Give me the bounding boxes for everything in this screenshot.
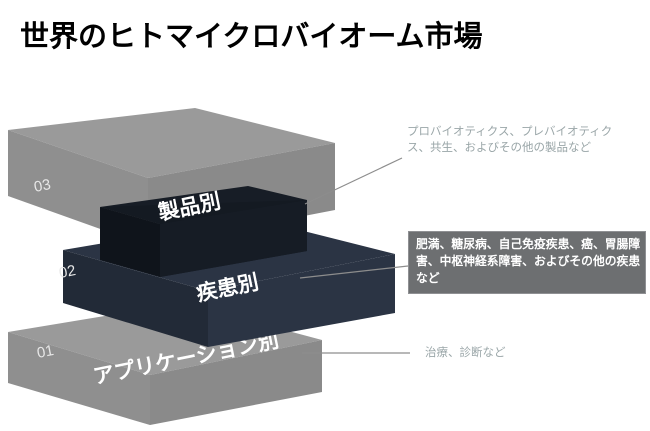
layer-02-number: 02 [58, 262, 78, 282]
layer-03-cap-body [100, 207, 160, 277]
leader-line-disease [299, 265, 409, 279]
layer-01-left-face [8, 332, 150, 425]
layer-03-cap-slab [160, 200, 307, 277]
layer-03-top-face [8, 108, 335, 178]
layer-03-number: 03 [33, 176, 53, 196]
layer-02-left-face [63, 250, 208, 347]
page-title: 世界のヒトマイクロバイオーム市場 [20, 21, 483, 53]
annotation-product-text: プロバイオティクス、プレバイオティクス、共生、およびその他の製品など [407, 126, 613, 154]
annotation-disease-box[interactable]: 肥満、糖尿病、自己免疫疾患、癌、胃腸障害、中枢神経系障害、およびその他の疾患など [408, 231, 646, 294]
layer-02-front-face [208, 254, 395, 347]
leader-line-product [304, 157, 403, 205]
layer-01-front-face [150, 340, 322, 425]
annotation-disease-text: 肥満、糖尿病、自己免疫疾患、癌、胃腸障害、中枢神経系障害、およびその他の疾患など [416, 237, 641, 285]
annotation-application-text: 治療、診断など [425, 347, 506, 359]
layer-01-number: 01 [36, 342, 56, 362]
